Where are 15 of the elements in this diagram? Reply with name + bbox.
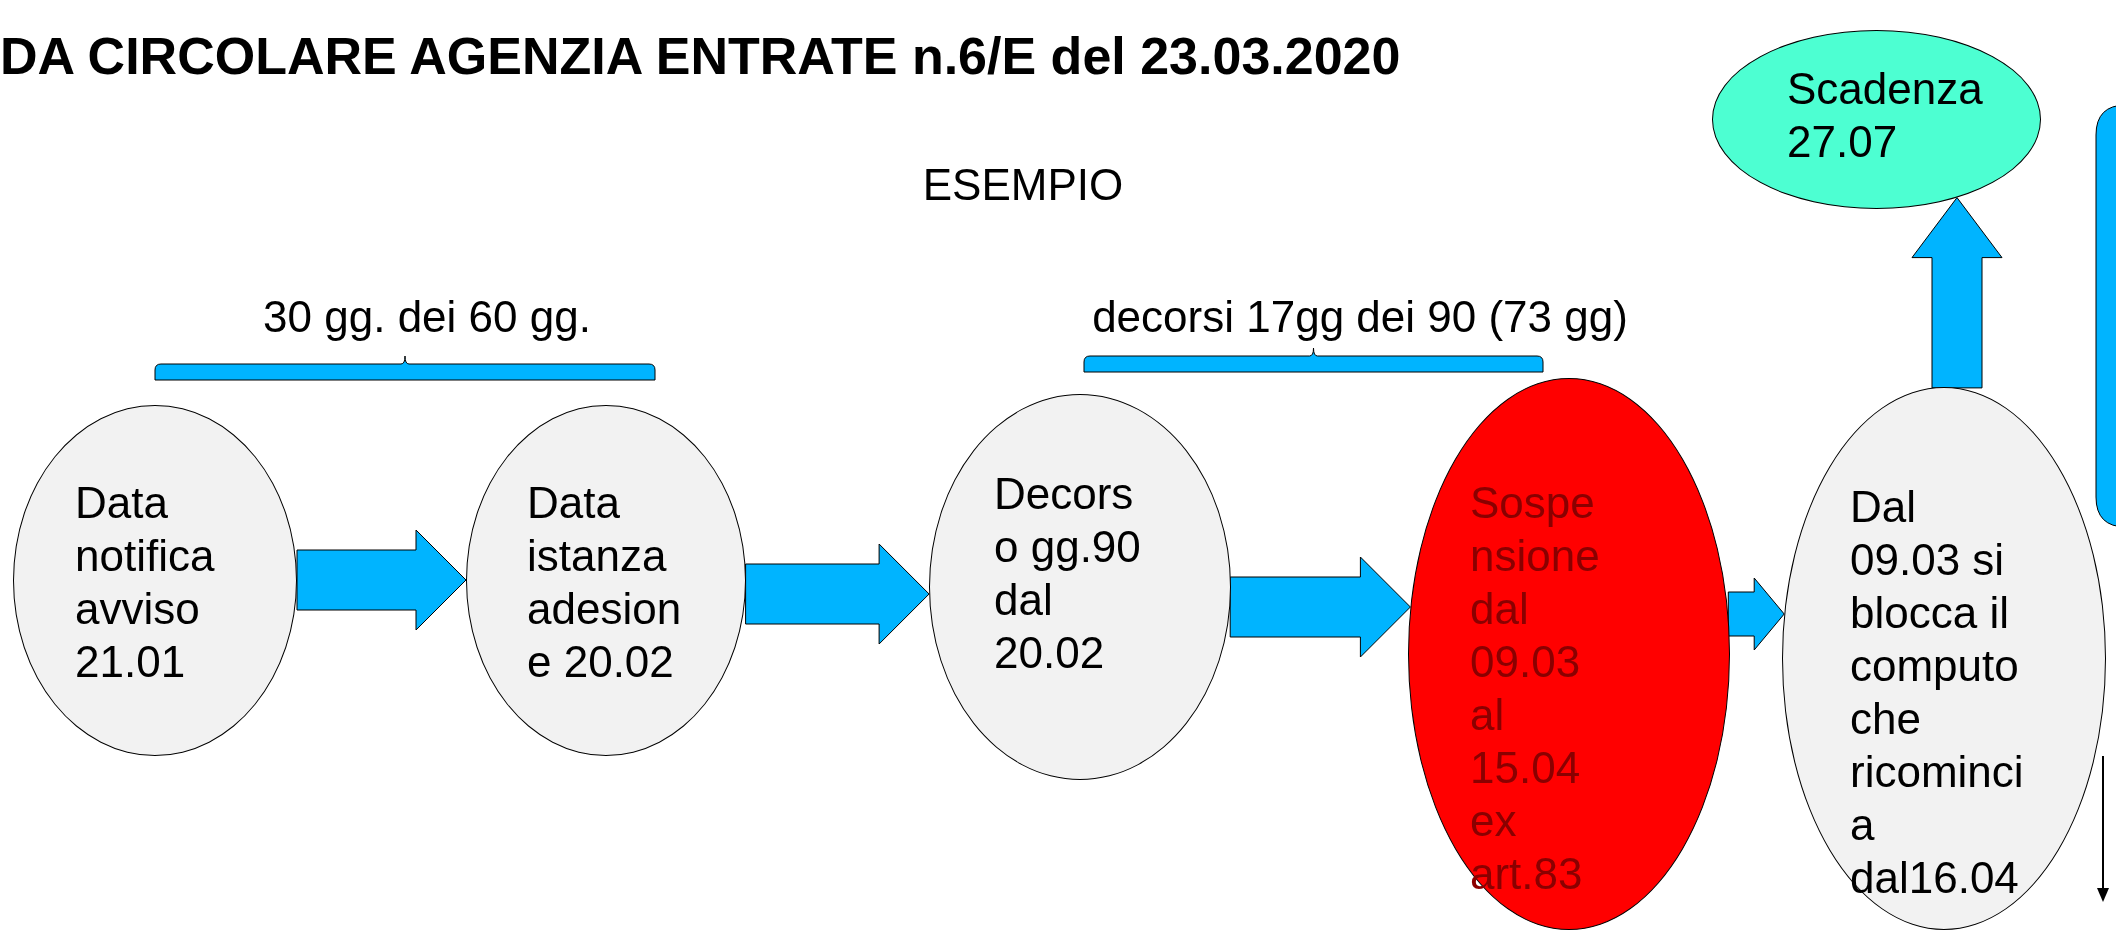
node-text: Data istanza adesione 20.02 bbox=[527, 477, 683, 688]
node-text: Scadenza 27.07 bbox=[1787, 63, 1984, 168]
bracket-label: 30 gg. dei 60 gg. bbox=[263, 292, 591, 342]
title: DA CIRCOLARE AGENZIA ENTRATE n.6/E del 23.03.2020 bbox=[0, 26, 1401, 86]
bracket-label: decorsi 17gg dei 90 (73 gg) bbox=[1092, 292, 1628, 342]
block-arrow bbox=[1727, 577, 1785, 651]
block-arrow bbox=[1229, 556, 1411, 658]
node-text: Decorso gg.90 dal 20.02 bbox=[994, 468, 1142, 679]
block-arrow bbox=[296, 529, 467, 631]
node-text: Data notifica avviso 21.01 bbox=[75, 477, 216, 688]
label: ESEMPIO bbox=[922, 160, 1124, 210]
block-arrow bbox=[745, 543, 930, 645]
node-text: Dal 09.03 si blocca il computo che ricomincia dal16.04 bbox=[1850, 481, 2025, 904]
node-text: Sospensione dal 09.03 al 15.04 ex art.83 bbox=[1470, 477, 1601, 900]
block-arrow bbox=[1911, 197, 2003, 389]
